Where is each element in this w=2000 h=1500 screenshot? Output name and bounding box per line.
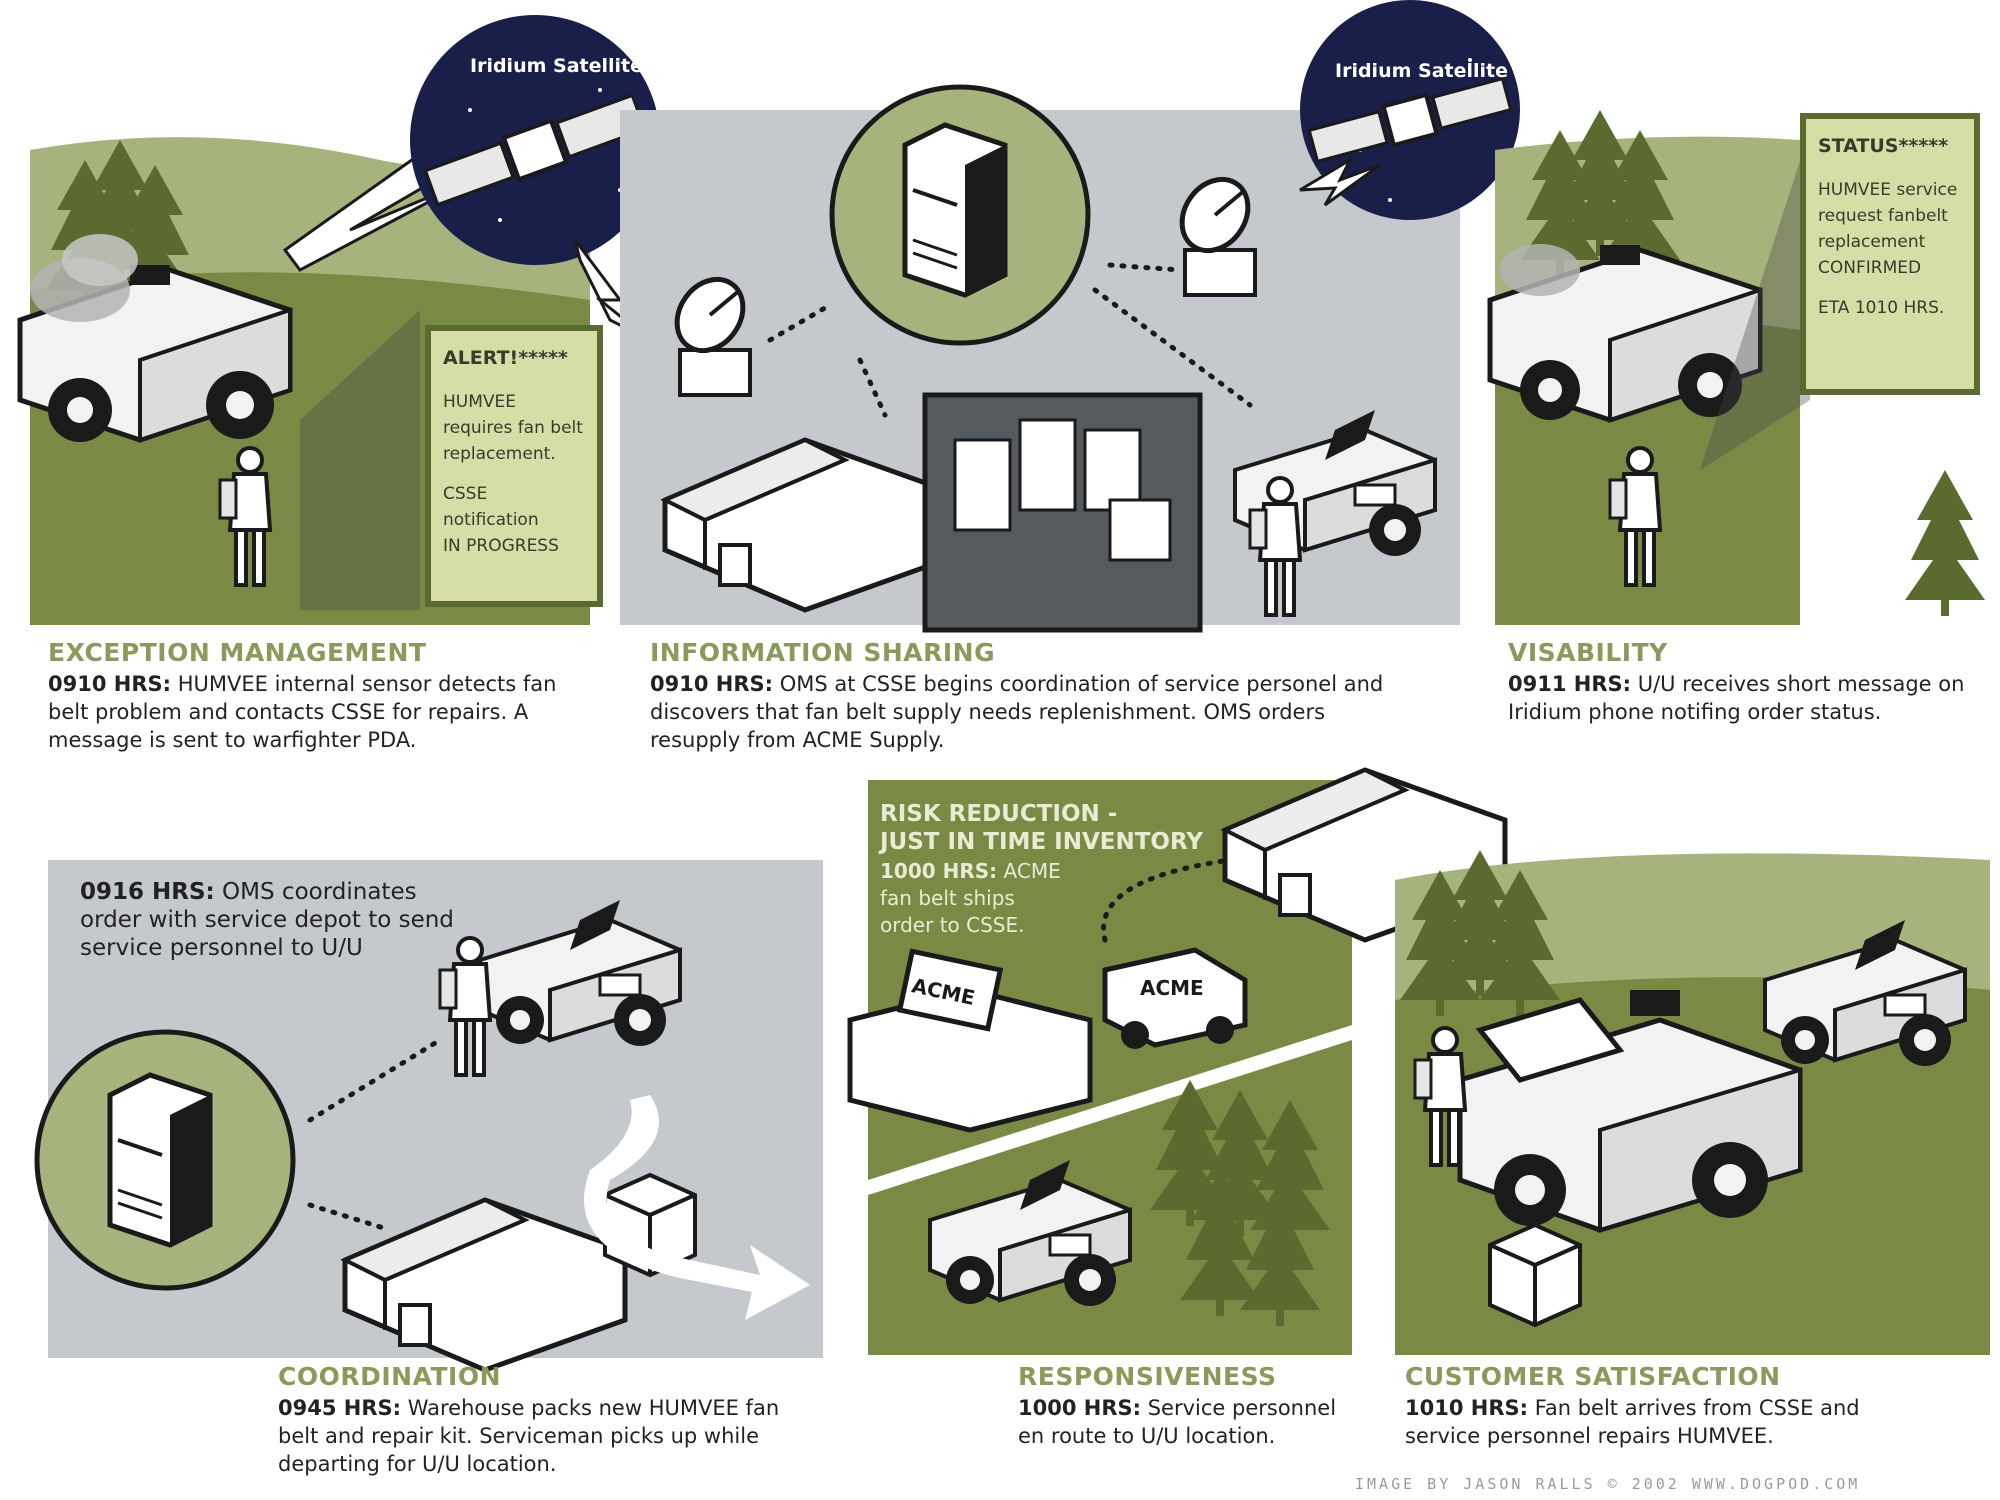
opened-package-icon xyxy=(1488,1223,1582,1327)
image-credit: IMAGE BY JASON RALLS © 2002 WWW.DOGPOD.C… xyxy=(1355,1475,1861,1493)
information-description: 0910 HRS: OMS at CSSE begins coordinatio… xyxy=(650,670,1400,754)
information-heading: INFORMATION SHARING xyxy=(650,638,996,667)
visability-text: U/U receives short message on Iridium ph… xyxy=(1508,672,1965,724)
risk-text-line: order to CSSE. xyxy=(880,913,1025,937)
satellite-icon xyxy=(423,93,647,207)
responsiveness-text: Service personnel en route to U/U locati… xyxy=(1018,1396,1337,1448)
risk-description: 1000 HRS: ACME fan belt ships order to C… xyxy=(880,858,1180,939)
exception-time: 0910 HRS: xyxy=(48,672,172,696)
risk-text-line: fan belt ships xyxy=(880,886,1015,910)
information-panel-scene xyxy=(620,84,1460,633)
satellite-label: Iridium Satellite xyxy=(470,55,643,77)
tree-icon xyxy=(1905,470,1985,616)
risk-time: 1000 HRS: xyxy=(880,859,998,883)
alert-line: requires fan belt xyxy=(443,418,583,438)
oms-server-icon xyxy=(110,1075,210,1245)
humvee-repaired-icon xyxy=(1457,990,1803,1233)
acme-van-label: ACME xyxy=(1140,976,1204,1000)
alert-line: CSSE notification xyxy=(443,484,539,530)
alert-line: replacement. xyxy=(443,444,556,464)
coordination-heading: COORDINATION xyxy=(278,1362,502,1391)
visability-heading: VISABILITY xyxy=(1508,638,1668,667)
risk-text-line: ACME xyxy=(997,859,1061,883)
humvee-icon xyxy=(1487,244,1763,423)
exception-description: 0910 HRS: HUMVEE internal sensor detects… xyxy=(48,670,568,754)
customer-description: 1010 HRS: Fan belt arrives from CSSE and… xyxy=(1405,1394,1885,1450)
customer-panel-scene xyxy=(1395,850,1990,1355)
status-title: STATUS***** xyxy=(1818,135,1949,157)
exception-text: HUMVEE internal sensor detects fan belt … xyxy=(48,672,557,752)
responsiveness-heading: RESPONSIVENESS xyxy=(1018,1362,1277,1391)
alert-line: HUMVEE xyxy=(443,392,517,412)
iridium-satellite-left: Iridium Satellite xyxy=(410,15,660,265)
oms-server-icon xyxy=(905,125,1005,295)
risk-title-line: RISK REDUCTION - xyxy=(880,801,1118,827)
customer-heading: CUSTOMER SATISFACTION xyxy=(1405,1362,1781,1391)
status-line: HUMVEE service xyxy=(1818,180,1958,200)
risk-title: RISK REDUCTION - JUST IN TIME INVENTORY xyxy=(880,800,1320,856)
risk-panel-scene: ACME ACME xyxy=(847,770,1505,1355)
alert-message-box: ALERT!***** HUMVEE requires fan belt rep… xyxy=(425,325,603,607)
customer-text: Fan belt arrives from CSSE and service p… xyxy=(1405,1396,1860,1448)
coordination-inner-text: 0916 HRS: OMS coordinates order with ser… xyxy=(80,878,460,962)
humvee-broken-icon xyxy=(17,234,293,443)
satellite-icon xyxy=(1307,76,1513,164)
visability-panel-scene xyxy=(1487,110,1985,625)
alert-title: ALERT!***** xyxy=(443,347,568,369)
coordination-time: 0945 HRS: xyxy=(278,1396,402,1420)
alert-line: IN PROGRESS xyxy=(443,536,559,556)
iridium-satellite-right: Iridium Satellite xyxy=(1300,0,1520,220)
acme-van-icon: ACME xyxy=(1102,947,1248,1049)
coordination-description: 0945 HRS: Warehouse packs new HUMVEE fan… xyxy=(278,1394,808,1478)
visability-description: 0911 HRS: U/U receives short message on … xyxy=(1508,670,1968,726)
coordination-text: Warehouse packs new HUMVEE fan belt and … xyxy=(278,1396,780,1476)
responsiveness-description: 1000 HRS: Service personnel en route to … xyxy=(1018,1394,1358,1450)
risk-title-line: JUST IN TIME INVENTORY xyxy=(880,829,1204,855)
coordination-inner-time: 0916 HRS: xyxy=(80,879,215,905)
coordination-inner-body: OMS coordinates order with service depot… xyxy=(80,879,454,961)
acme-building-icon: ACME xyxy=(847,948,1093,1133)
status-eta: ETA 1010 HRS. xyxy=(1818,298,1945,318)
information-time: 0910 HRS: xyxy=(650,672,774,696)
visability-time: 0911 HRS: xyxy=(1508,672,1632,696)
status-line: replacement xyxy=(1818,232,1926,252)
exception-heading: EXCEPTION MANAGEMENT xyxy=(48,638,427,667)
responsiveness-time: 1000 HRS: xyxy=(1018,1396,1142,1420)
information-text: OMS at CSSE begins coordination of servi… xyxy=(650,672,1384,752)
coordination-panel-scene xyxy=(34,860,823,1370)
satellite-label: Iridium Satellite xyxy=(1335,60,1508,82)
status-message-box: STATUS***** HUMVEE service request fanbe… xyxy=(1800,113,1980,395)
customer-time: 1010 HRS: xyxy=(1405,1396,1529,1420)
status-line: CONFIRMED xyxy=(1818,258,1922,278)
status-line: request fanbelt xyxy=(1818,206,1948,226)
route-arrow-icon xyxy=(584,1095,810,1320)
